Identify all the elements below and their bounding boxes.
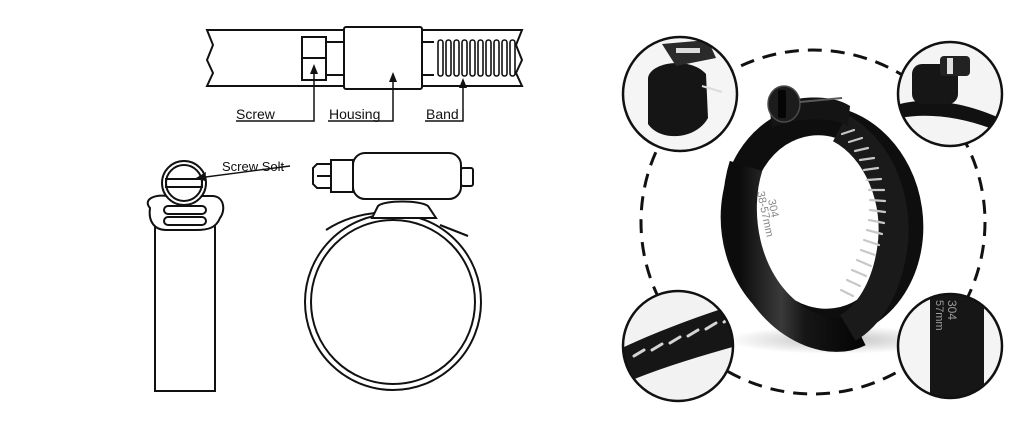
housing-outline — [343, 26, 423, 90]
ring-screw-head — [330, 159, 354, 193]
band-leader — [425, 86, 464, 122]
label-band: Band — [426, 106, 459, 122]
screw-neck-outline — [325, 41, 345, 76]
screw-leader — [236, 72, 315, 122]
screw-head-front — [161, 160, 207, 206]
detail-screw-body — [648, 62, 708, 137]
label-screw: Screw — [236, 106, 276, 122]
housing-front-outline — [146, 194, 225, 231]
band-entry-lines — [422, 41, 434, 76]
front-slot-2 — [163, 216, 207, 226]
hose-outline — [205, 29, 524, 87]
ring-housing-body — [352, 152, 462, 200]
clamp-band-right — [832, 114, 909, 341]
clamp-photo: 304 38-57mm — [720, 85, 924, 352]
ring-inner — [310, 219, 476, 385]
ring-outer — [304, 213, 482, 391]
screw-slot-front — [165, 178, 203, 188]
callout-leaders — [236, 64, 467, 122]
detail-screw — [940, 56, 970, 76]
label-housing: Housing — [329, 106, 380, 122]
clamp-ring-view — [304, 152, 482, 391]
band-slots — [437, 39, 516, 77]
hose-side-view — [205, 26, 524, 90]
front-slot-1 — [163, 205, 207, 215]
dashed-frame — [639, 48, 987, 396]
front-view — [146, 160, 291, 392]
detail-stamp-size: 57mm — [933, 300, 945, 331]
label-screw-slot: Screw Solt — [222, 159, 285, 174]
technical-diagram — [146, 26, 524, 392]
detail-bubble-stamp: 304 57mm — [896, 292, 1004, 400]
detail-bubble-housing — [896, 40, 1004, 148]
product-photo: 304 38-57mm — [621, 35, 1004, 403]
housing-leader — [328, 80, 394, 122]
detail-band-face — [930, 294, 984, 398]
clamp-screw-slot — [778, 90, 786, 118]
band-tail — [439, 223, 469, 238]
detail-stamp-main: 304 — [945, 300, 959, 320]
detail-bubble-screw — [621, 35, 739, 153]
ring-housing-base — [370, 200, 438, 219]
housing-highlight — [799, 97, 843, 103]
detail-band — [900, 100, 1002, 134]
band-slot-row — [839, 128, 887, 298]
detail-band-strip — [623, 304, 733, 384]
band-stamp-main: 304 — [765, 198, 781, 218]
detail-screw-slot — [676, 48, 700, 53]
ring-screw-tail — [460, 167, 474, 187]
clamp-band-front — [722, 160, 866, 352]
band-strip-outline — [154, 217, 216, 392]
screw-slot-leader — [197, 165, 291, 179]
detail-bubble-slots — [621, 289, 735, 403]
